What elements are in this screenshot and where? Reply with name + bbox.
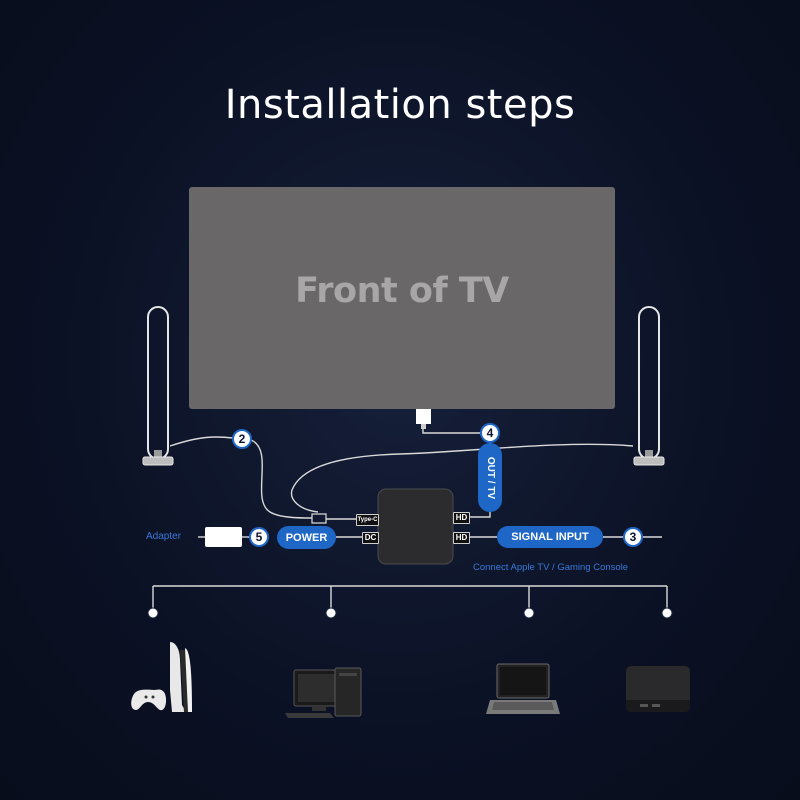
dc-port-label: DC (362, 532, 379, 544)
connect-note: Connect Apple TV / Gaming Console (473, 562, 629, 573)
streaming-box-icon (626, 666, 690, 712)
left-light-bar-icon (142, 306, 174, 466)
type-c-port-label: Type-C (356, 514, 379, 526)
signal-input-pill (497, 526, 603, 548)
tv-label: Front of TV (295, 271, 509, 311)
right-light-bar-icon (633, 306, 665, 466)
step-3-badge: 3 (629, 530, 637, 544)
power-label: POWER (285, 532, 328, 544)
desktop-computer-icon (285, 667, 362, 718)
page-title: Installation steps (224, 82, 576, 128)
step-5-badge: 5 (255, 530, 263, 544)
step-4-badge: 4 (486, 426, 494, 440)
hd-bottom-port-label: HD (453, 532, 470, 544)
adapter-icon (205, 527, 242, 547)
hd-top-port-label: HD (453, 512, 470, 524)
step-2-badge: 2 (238, 432, 246, 446)
out-tv-label: OUT / TV (485, 456, 496, 500)
tv-hdmi-plug (416, 409, 431, 424)
out-tv-pill (478, 443, 502, 512)
power-pill (277, 526, 336, 549)
adapter-label: Adapter (146, 531, 182, 542)
game-console-icon (131, 642, 192, 712)
controller-box (377, 488, 454, 565)
laptop-icon (486, 663, 560, 714)
signal-input-label: SIGNAL INPUT (511, 531, 589, 543)
tv-screen: Front of TV (189, 187, 615, 409)
